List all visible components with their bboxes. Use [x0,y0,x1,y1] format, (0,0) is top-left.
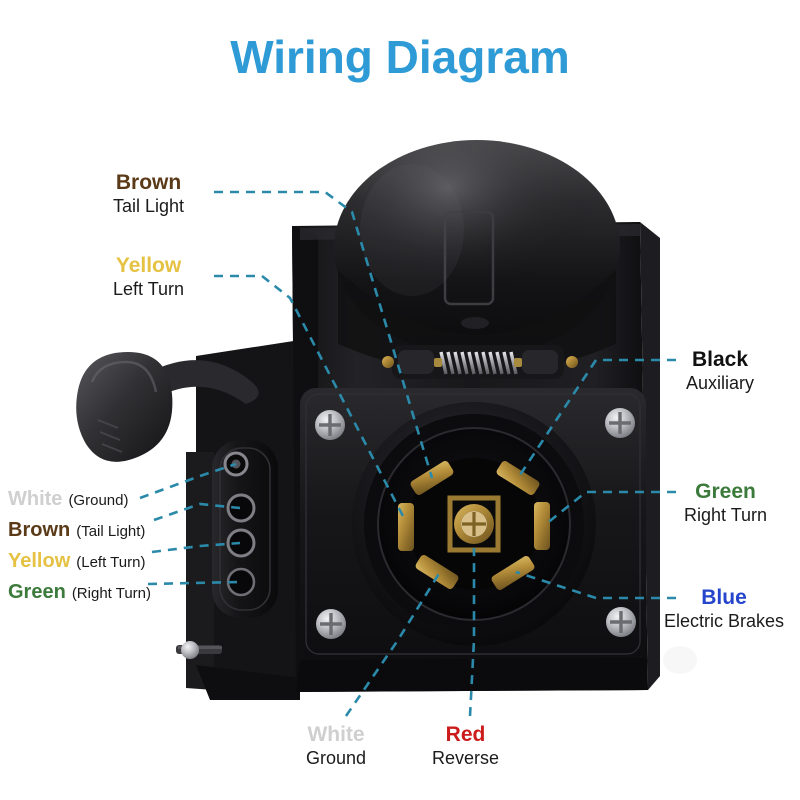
callout-brown-tail-light: Brown Tail Light [113,170,184,218]
callout-function: (Left Turn) [76,554,146,571]
callout-function: Auxiliary [686,373,755,393]
round-7-way-socket [352,402,596,646]
callout-function: (Tail Light) [76,523,146,540]
callout-function: Electric Brakes [664,611,785,631]
callout-function: Reverse [432,748,500,768]
spring-hinge [382,345,578,379]
callout-function: (Right Turn) [71,585,152,602]
callout-yellow-left-turn: Yellow Left Turn [113,253,184,301]
callout-color-name: Green [8,581,66,603]
phillips-screw [316,609,346,639]
callout-flat-green-right-turn: Green (Right Turn) [8,580,151,605]
callout-color-name: White [8,488,63,510]
callout-color-name: Yellow [8,550,71,572]
phillips-screw [606,607,636,637]
dust-cap [334,140,620,374]
callout-flat-yellow-left-turn: Yellow (Left Turn) [8,549,145,574]
coil-spring [439,351,518,375]
bracket-bolt [176,641,222,659]
callout-color-name: Black [691,348,749,371]
callout-flat-brown-tail-light: Brown (Tail Light) [8,518,145,543]
callout-color-name: Blue [701,586,747,609]
callout-function: (Ground) [68,492,129,509]
center-contact [446,495,502,553]
callout-function: Right Turn [684,505,768,525]
phillips-screw [605,408,635,438]
callout-function: Ground [306,748,367,768]
callout-color-name: Green [695,480,756,503]
callout-function: Tail Light [113,196,185,216]
phillips-screw [315,410,345,440]
callout-color-name: Brown [115,171,182,194]
callout-color-name: White [307,723,365,746]
page-title: Wiring Diagram [230,31,570,83]
callout-blue-electric-brakes: Blue Electric Brakes [664,585,784,633]
callout-function: Left Turn [113,279,185,299]
callout-flat-white-ground: White (Ground) [8,487,128,512]
callout-green-right-turn: Green Right Turn [684,479,767,527]
callout-black-auxiliary: Black Auxiliary [686,347,754,395]
callout-white-ground: White Ground [306,722,366,770]
callout-color-name: Red [445,723,486,746]
callout-color-name: Yellow [115,254,182,277]
callout-color-name: Brown [8,519,71,541]
callout-red-reverse: Red Reverse [432,722,499,770]
